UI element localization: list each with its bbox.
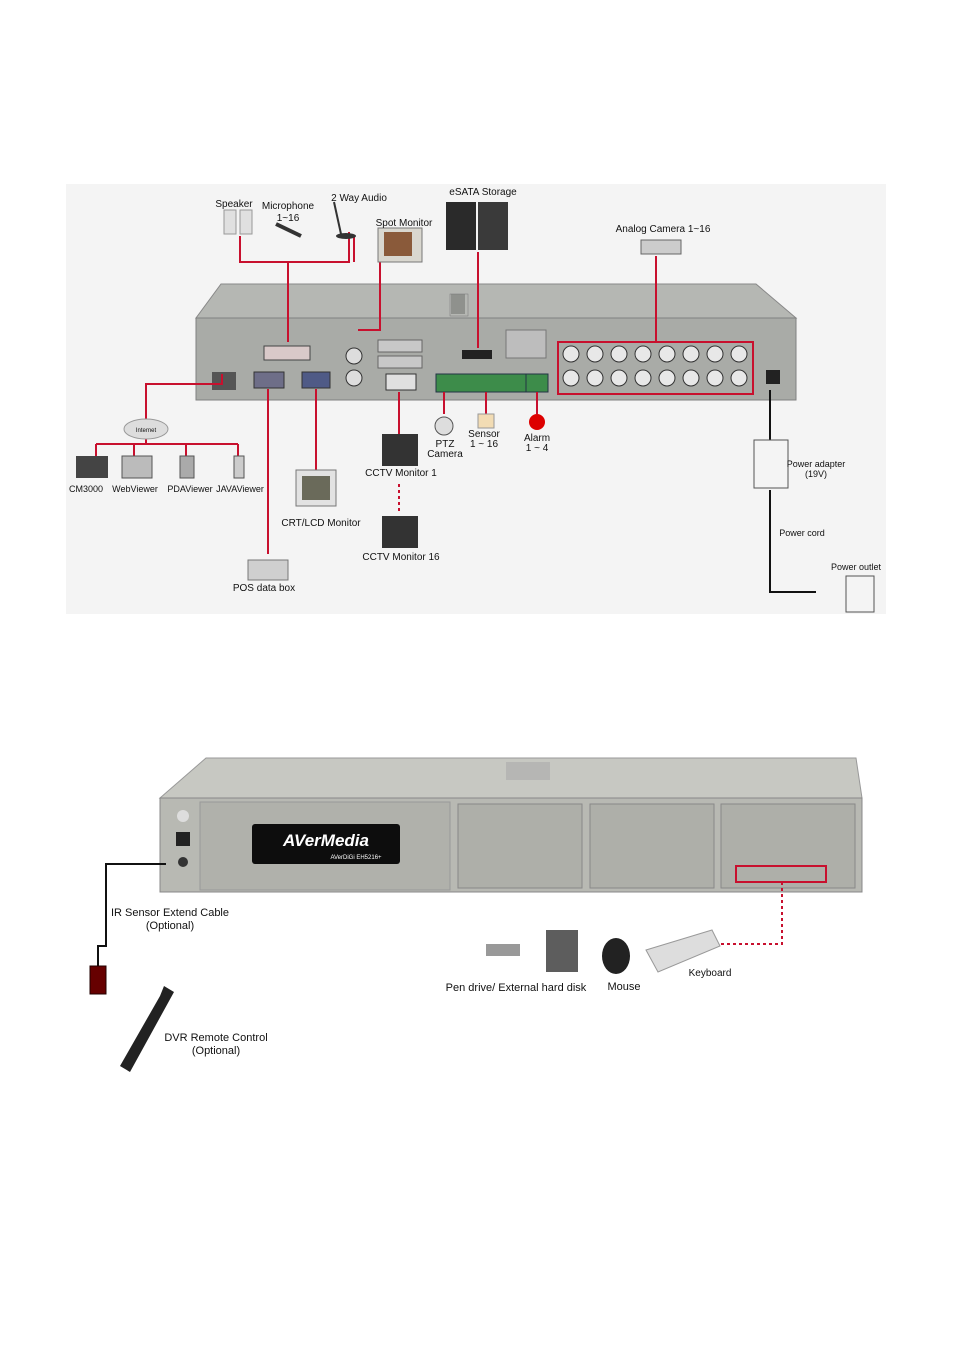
microphone-label: Microphone	[262, 201, 315, 212]
spot-monitor-icon	[377, 227, 423, 263]
front-diagram-svg: AVerMedia AVerDiGi EH5216+ IR Sensor Ext…	[89, 757, 863, 1072]
sensor-label-2: 1 ~ 16	[470, 439, 499, 450]
cctv1-label: CCTV Monitor 1	[365, 468, 437, 479]
webviewer-label: WebViewer	[112, 484, 158, 494]
keyboard-label: Keyboard	[689, 968, 732, 979]
power-cord-label: Power cord	[779, 528, 825, 538]
remote-control-icon	[120, 986, 174, 1072]
pdaviewer-label: PDAViewer	[167, 484, 212, 494]
pen-drive-label: Pen drive/ External hard disk	[446, 982, 587, 994]
power-adapter-icon	[753, 439, 789, 489]
power-adapter-label-1: Power adapter	[787, 459, 846, 469]
remote-label-1: DVR Remote Control	[164, 1032, 267, 1044]
javaviewer-label: JAVAViewer	[216, 484, 264, 494]
brand-logo: AVerMedia AVerDiGi EH5216+	[252, 824, 400, 864]
power-lines	[769, 390, 816, 593]
crt-lcd-label: CRT/LCD Monitor	[281, 518, 361, 529]
analog-camera-icon	[640, 239, 682, 255]
sensor-icon	[477, 413, 495, 429]
speaker-label: Speaker	[215, 199, 253, 210]
ptz-label-1: PTZ	[436, 439, 455, 450]
remote-label-2: (Optional)	[192, 1045, 240, 1057]
rear-diagram-svg: Speaker Microphone 1~16 2 Way Audio Spot…	[69, 187, 882, 613]
ir-sensor-label-2: (Optional)	[146, 920, 194, 932]
cm3000-label: CM3000	[69, 484, 103, 494]
speaker-icon	[223, 209, 253, 235]
spot-monitor-label: Spot Monitor	[376, 218, 433, 229]
front-panel-diagram: AVerMedia AVerDiGi EH5216+ IR Sensor Ext…	[66, 746, 886, 1086]
microphone-range-label: 1~16	[277, 213, 300, 224]
internet-label: Internet	[136, 428, 157, 434]
ir-sensor-label-1: IR Sensor Extend Cable	[111, 907, 229, 919]
rear-panel-diagram: Speaker Microphone 1~16 2 Way Audio Spot…	[66, 184, 886, 614]
dvr-rear-chassis	[195, 283, 798, 401]
power-outlet-icon	[845, 575, 875, 613]
pen-drive-icon	[486, 944, 520, 956]
brand-text: AVerMedia	[282, 831, 369, 850]
cctv16-label: CCTV Monitor 16	[362, 552, 440, 563]
keyboard-icon	[645, 929, 721, 973]
model-badge-text: AVerDiGi EH5216+	[330, 855, 382, 861]
mouse-icon	[602, 938, 630, 974]
hard-disk-icon	[546, 930, 578, 972]
viewer-devices-icons	[76, 455, 245, 479]
alarm-icon	[529, 414, 545, 430]
power-adapter-label-2: (19V)	[805, 469, 827, 479]
ir-cable	[97, 863, 166, 970]
ptz-camera-icon	[434, 416, 454, 436]
pos-label: POS data box	[233, 583, 295, 594]
power-outlet-label: Power outlet	[831, 562, 882, 572]
crt-lcd-monitor-icon	[295, 469, 337, 507]
alarm-label-2: 1 ~ 4	[526, 443, 549, 454]
alarm-label-1: Alarm	[524, 433, 550, 444]
analog-camera-label: Analog Camera 1~16	[616, 224, 711, 235]
ir-sensor-icon	[89, 965, 107, 995]
two-way-audio-icon	[333, 201, 356, 239]
usb-connection-line	[718, 882, 783, 945]
two-way-audio-label: 2 Way Audio	[331, 193, 387, 204]
internet-cloud-icon	[123, 418, 169, 440]
ptz-label-2: Camera	[427, 449, 463, 460]
pos-data-box-icon	[247, 559, 289, 581]
sensor-label-1: Sensor	[468, 429, 500, 440]
esata-label: eSATA Storage	[449, 187, 517, 198]
mouse-label: Mouse	[607, 981, 640, 993]
microphone-icon	[275, 222, 302, 238]
cctv-monitor-icons	[382, 434, 418, 548]
esata-storage-icon	[446, 202, 508, 250]
